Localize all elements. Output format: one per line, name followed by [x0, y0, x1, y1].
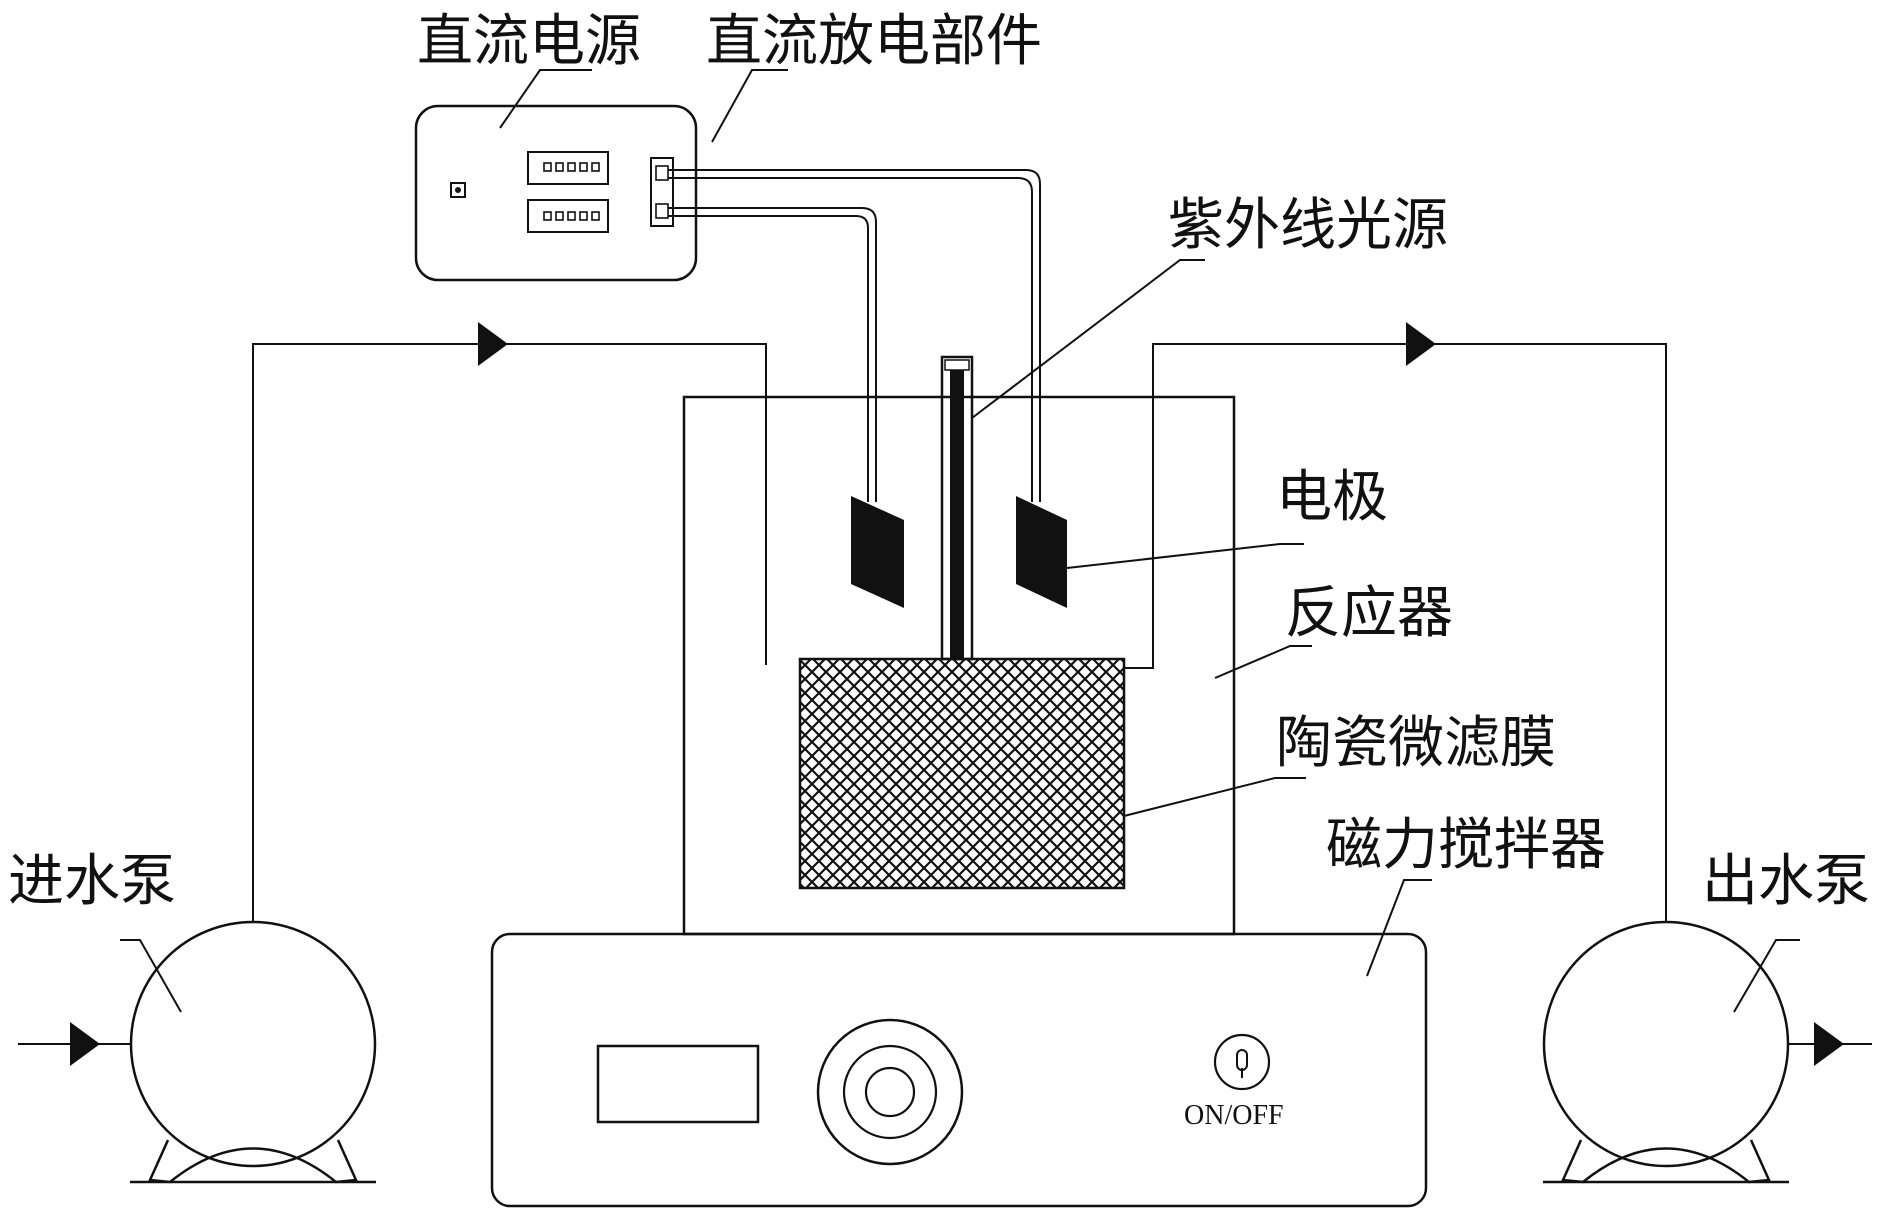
reactor-label: 反应器: [1285, 581, 1453, 646]
flow-arrow-icon: [478, 322, 508, 366]
uv-lamp: [940, 355, 974, 661]
on-off-label: ON/OFF: [1184, 1100, 1284, 1131]
inlet-water-line: [18, 322, 767, 1066]
inlet-pump-label: 进水泵: [8, 849, 176, 914]
magnetic-stirrer: [490, 932, 1428, 1208]
power-switch-icon[interactable]: [1213, 1033, 1271, 1091]
leader-lines: [120, 69, 1800, 1013]
outlet-pump: [1542, 920, 1790, 1184]
electrode-label: 电极: [1276, 465, 1388, 530]
stirrer-display: [596, 1044, 760, 1124]
dc-power-supply: [414, 104, 698, 282]
uv-source-label: 紫外线光源: [1168, 193, 1448, 258]
outlet-water-line: [1124, 322, 1872, 1066]
ceramic-membrane-label: 陶瓷微滤膜: [1276, 711, 1556, 776]
outlet-pump-label: 出水泵: [1702, 849, 1870, 914]
display-upper: [527, 151, 609, 185]
stirrer-knob[interactable]: [816, 1018, 964, 1166]
inlet-pump: [129, 920, 377, 1184]
power-indicator-dot: [455, 187, 461, 193]
ceramic-membrane: [798, 657, 1126, 890]
electrode-wires: [668, 169, 1041, 502]
electrode-left: [851, 496, 904, 608]
magnetic-stirrer-label: 磁力搅拌器: [1326, 813, 1606, 878]
electrode-right: [1016, 496, 1067, 608]
output-terminal: [650, 157, 674, 227]
outlet-arrow-icon: [1814, 1022, 1844, 1066]
display-lower: [527, 199, 609, 233]
flow-arrow-icon: [1406, 322, 1436, 366]
dc-power-label: 直流电源: [417, 9, 641, 74]
dc-discharge-label: 直流放电部件: [706, 9, 1042, 74]
inlet-arrow-icon: [70, 1022, 100, 1066]
power-indicator-icon: [450, 182, 466, 198]
